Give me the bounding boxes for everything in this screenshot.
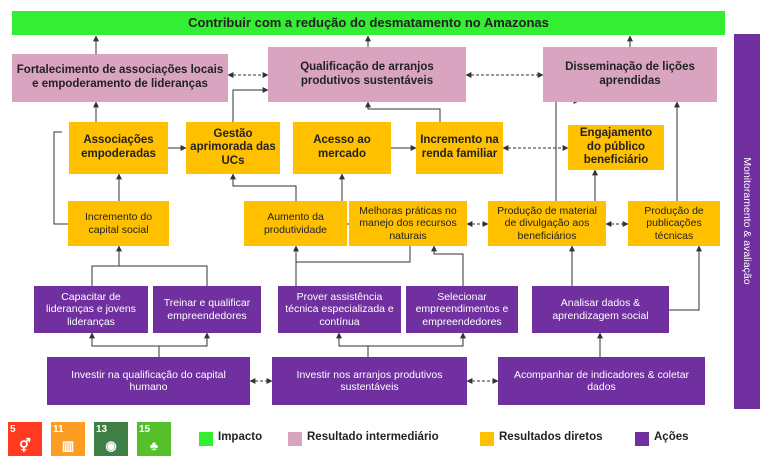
sdg-number: 5 [10,424,16,435]
intermediate-qualification-box: Qualificação de arranjos produtivos sust… [268,47,466,102]
action-monitor-box: Acompanhar de indicadores & coletar dado… [498,357,705,405]
intermediate-dissemination-box: Disseminação de lições aprendidas [543,47,717,102]
direct-publications-box: Produção de publicações técnicas [628,201,720,246]
monitoring-evaluation-label: Monitoramento & avaliação [741,157,753,285]
gender-equality-icon: ⚥ [19,437,31,453]
direct-practices-box: Melhoras práticas no manejo dos recursos… [349,201,467,246]
legend-label-actions: Ações [654,431,689,443]
sdg-11-badge: 11 ▥ [51,422,85,456]
direct-associations-box: Associações empoderadas [69,122,168,174]
legend-label-impact: Impacto [218,431,263,443]
direct-uc-management-box: Gestão aprimorada das UCs [186,122,280,174]
sdg-13-badge: 13 ◉ [94,422,128,456]
legend-swatch-direct [480,432,494,446]
action-tech-assistance-box: Prover assistência técnica especializada… [278,286,401,333]
climate-action-icon: ◉ [105,437,117,453]
impact-box: Contribuir com a redução do desmatamento… [12,11,725,35]
legend-label-intermediate: Resultado intermediário [307,431,439,443]
sdg-15-badge: 15 ♣ [137,422,171,456]
sdg-number: 15 [139,424,151,435]
legend-label-direct: Resultados diretos [499,431,603,443]
life-on-land-icon: ♣ [149,437,159,453]
legend-swatch-impact [199,432,213,446]
direct-market-access-box: Acesso ao mercado [293,122,391,174]
direct-materials-box: Produção de material de divulgação aos b… [488,201,606,246]
intermediate-strengthening-box: Fortalecimento de associações locais e e… [12,54,228,102]
action-invest-human-box: Investir na qualificação do capital huma… [47,357,250,405]
sustainable-cities-icon: ▥ [61,437,75,453]
direct-productivity-box: Aumento da produtividade [244,201,347,246]
legend-swatch-intermediate [288,432,302,446]
direct-engagement-box: Engajamento do público beneficiário [568,125,664,170]
action-invest-arrangements-box: Investir nos arranjos produtivos sustent… [272,357,467,405]
action-select-entrepreneurs-box: Selecionar empreendimentos e empreendedo… [406,286,518,333]
action-train-leaders-box: Capacitar de lideranças e jovens lideran… [34,286,148,333]
sdg-number: 11 [53,424,64,435]
sdg-5-badge: 5 ⚥ [8,422,42,456]
sdg-number: 13 [96,424,108,435]
monitoring-evaluation-bar: Monitoramento & avaliação [734,34,760,409]
action-train-entrepreneurs-box: Treinar e qualificar empreendedores [153,286,261,333]
direct-income-box: Incremento na renda familiar [416,122,503,174]
action-analyze-data-box: Analisar dados & aprendizagem social [532,286,669,333]
legend-swatch-actions [635,432,649,446]
direct-social-capital-box: Incremento do capital social [68,201,169,246]
